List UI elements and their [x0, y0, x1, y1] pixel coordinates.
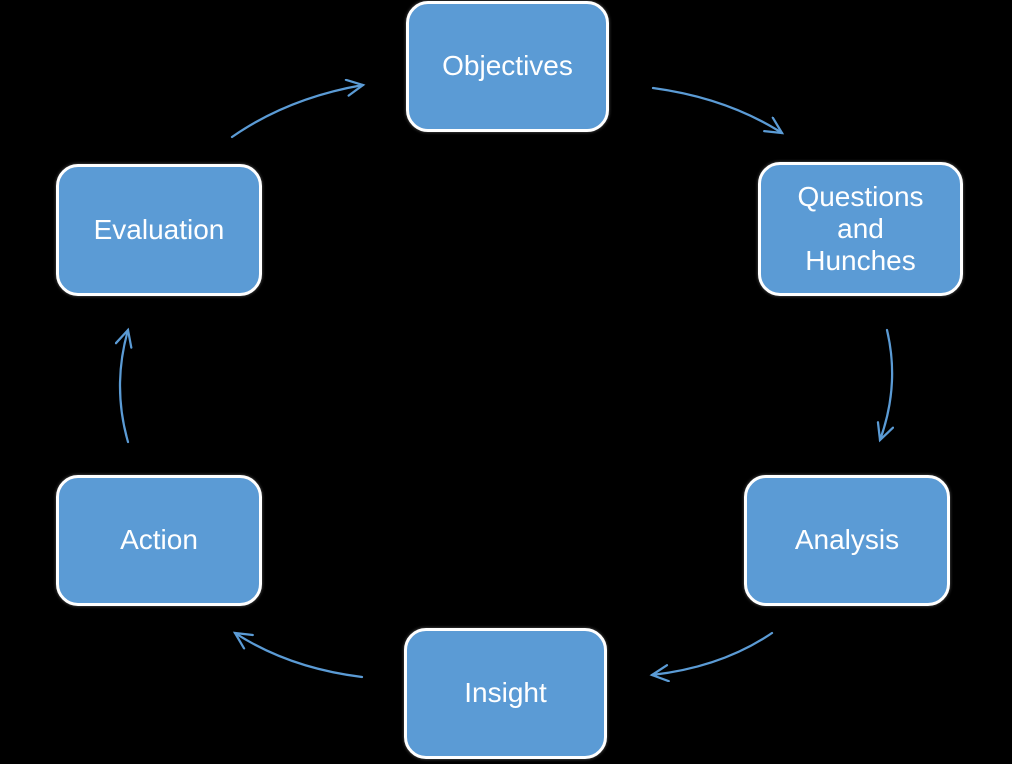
- node-questions-hunches: Questions and Hunches: [758, 162, 963, 296]
- node-objectives-label: Objectives: [442, 50, 573, 82]
- node-insight-label: Insight: [464, 677, 547, 709]
- node-objectives: Objectives: [406, 1, 609, 132]
- arrow-analysis-to-insight: [652, 631, 774, 675]
- arrow-evaluation-to-objectives: [230, 85, 363, 139]
- node-analysis-label: Analysis: [794, 524, 900, 556]
- node-action-label: Action: [120, 524, 198, 556]
- arrow-objectives-to-questions: [651, 86, 782, 133]
- node-evaluation-label: Evaluation: [93, 213, 225, 245]
- node-evaluation: Evaluation: [56, 164, 262, 296]
- node-insight: Insight: [404, 628, 607, 759]
- arrow-action-to-evaluation: [120, 330, 128, 444]
- node-analysis: Analysis: [744, 475, 950, 606]
- arrow-insight-to-action: [235, 633, 364, 679]
- node-questions-hunches-label: Questions and Hunches: [797, 180, 924, 277]
- arrow-questions-to-analysis: [880, 328, 892, 440]
- node-action: Action: [56, 475, 262, 606]
